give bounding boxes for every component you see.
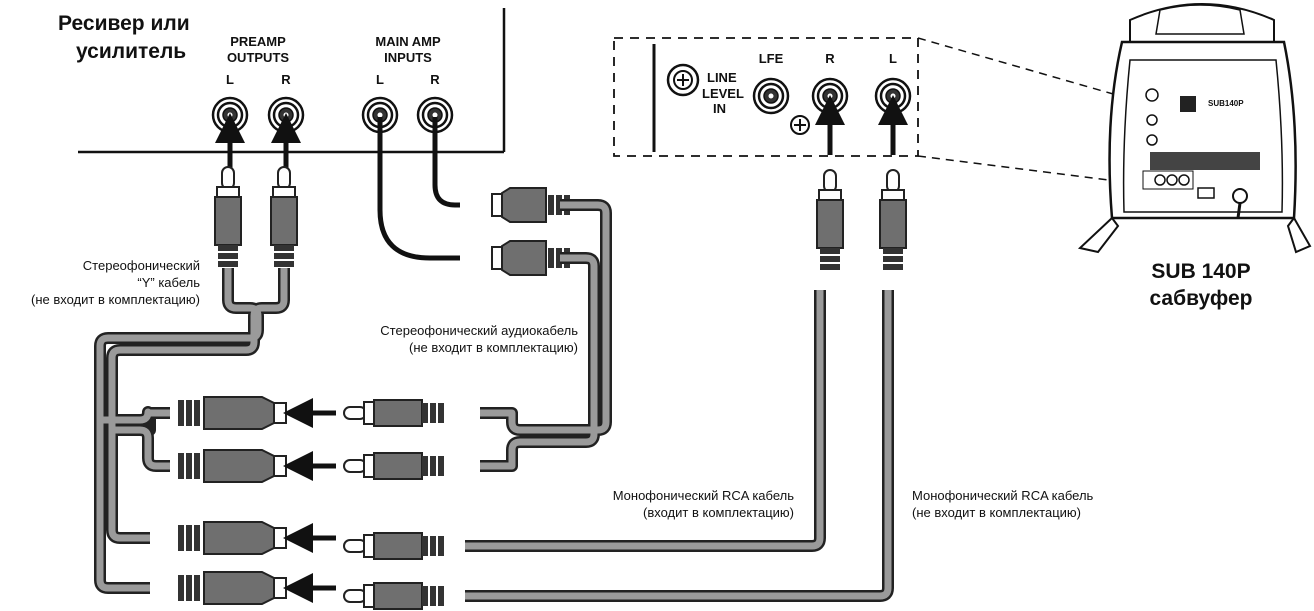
mainamp-left-label: L [376,72,384,87]
mainamp-left-plug [491,240,571,276]
mono-cable-included-plug [816,169,844,271]
receiver-title-line2: усилитель [76,40,186,63]
preamp-left-label: L [226,72,234,87]
sub-right-jack [811,77,849,115]
y-cable-right-plug [270,166,298,268]
sub-left-jack [874,77,912,115]
mainamp-label-line2: INPUTS [384,50,432,65]
subwoofer-name-line1: SUB 140P [1151,260,1250,283]
sub-model-badge: SUB140P [1208,99,1244,108]
mainamp-right-label: R [430,72,440,87]
mainamp-right-plug [491,187,571,223]
adapter-row-2 [178,449,445,483]
preamp-left-jack [211,96,249,134]
preamp-label-line2: OUTPUTS [227,50,289,65]
y-cable-left-plug [214,166,242,268]
stereo-cable-caption-line1: Стереофонический аудиокабель [380,323,578,338]
lfe-label: LFE [759,51,784,66]
receiver-title-line1: Ресивер или [58,12,190,35]
line-level-label-line3: IN [713,101,726,116]
mono-excluded-caption-line1: Монофонический RCA кабель [912,488,1094,503]
preamp-right-label: R [281,72,291,87]
preamp-right-jack [267,96,305,134]
line-level-label-line2: LEVEL [702,86,744,101]
mono-included-caption-line2: (входит в комплектацию) [643,505,794,520]
lfe-jack [752,77,790,115]
mono-excluded-caption-line2: (не входит в комплектацию) [912,505,1081,520]
sub-input-panel [613,37,1135,183]
sub-right-label: R [825,51,835,66]
cable-bundle [94,199,894,602]
line-level-label-line1: LINE [707,70,737,85]
subwoofer-name-line2: сабвуфер [1150,287,1253,310]
stereo-cable-caption-line2: (не входит в комплектацию) [409,340,578,355]
adapter-row-1 [178,396,445,430]
preamp-label-line1: PREAMP [230,34,286,49]
sub-left-label: L [889,51,897,66]
mainamp-label-line1: MAIN AMP [375,34,441,49]
mono-included-caption-line1: Монофонический RCA кабель [613,488,795,503]
adapter-row-4 [178,571,445,610]
subwoofer-illustration [1077,3,1312,254]
y-cable-caption-line1: Стереофонический [83,258,200,273]
mainamp-right-wire [432,117,460,208]
mono-cable-excluded-plug [879,169,907,271]
mainamp-left-wire [377,117,460,261]
y-cable-caption-line3: (не входит в комплектацию) [31,292,200,307]
y-cable-caption-line2: “Y” кабель [137,275,200,290]
adapter-row-3 [178,521,445,560]
